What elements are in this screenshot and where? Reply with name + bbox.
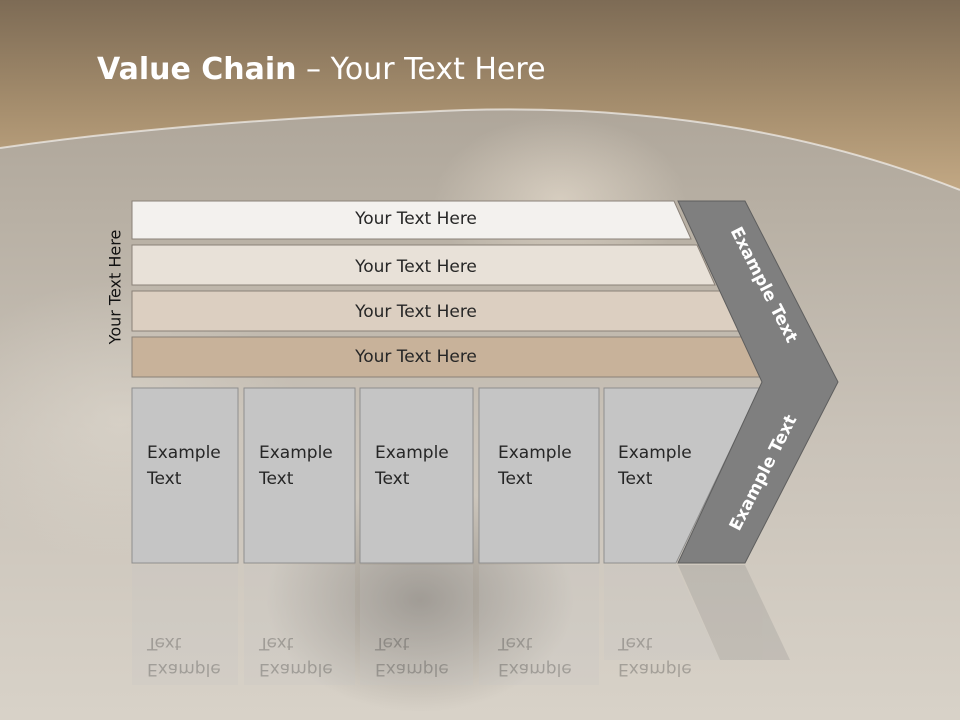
box-3-reflection: Example Text	[375, 630, 449, 682]
bar-2[interactable]	[131, 244, 716, 286]
box-2-line1: Example	[259, 443, 333, 463]
bar-2-label: Your Text Here	[355, 257, 477, 277]
box-4-reflection: Example Text	[498, 630, 572, 682]
box-1-reflection-line1: Example	[147, 659, 221, 679]
reflection	[132, 565, 790, 685]
box-3-reflection-line1: Example	[375, 659, 449, 679]
box-2-reflection: Example Text	[259, 630, 333, 682]
box-1-reflection: Example Text	[147, 630, 221, 682]
box-5-reflection-line2: Text	[618, 633, 653, 653]
title-rest: – Your Text Here	[296, 52, 546, 87]
bar-3-label: Your Text Here	[355, 302, 477, 322]
box-3-reflection-line2: Text	[375, 633, 410, 653]
box-3-line1: Example	[375, 443, 449, 463]
box-5-reflection-line1: Example	[618, 659, 692, 679]
box-2-line2: Text	[259, 469, 294, 489]
bar-1-label: Your Text Here	[355, 209, 477, 229]
box-5-reflection: Example Text	[618, 630, 692, 682]
bar-1[interactable]	[131, 200, 692, 240]
box-3-line2: Text	[375, 469, 410, 489]
box-1-line2: Text	[147, 469, 182, 489]
box-4-reflection-line2: Text	[498, 633, 533, 653]
title-bold: Value Chain	[97, 52, 297, 87]
bar-4-label: Your Text Here	[355, 347, 477, 367]
box-4-line1: Example	[498, 443, 572, 463]
chevron-arrow[interactable]	[677, 200, 839, 564]
box-4[interactable]	[478, 387, 600, 564]
box-1-line1: Example	[147, 443, 221, 463]
box-5-line1: Example	[618, 443, 692, 463]
box-4-line2: Text	[498, 469, 533, 489]
box-1-reflection-line2: Text	[147, 633, 182, 653]
box-1[interactable]	[131, 387, 239, 564]
box-3[interactable]	[359, 387, 474, 564]
box-5-line2: Text	[618, 469, 653, 489]
page-title: Value Chain – Your Text Here	[97, 52, 546, 87]
box-2-reflection-line2: Text	[259, 633, 294, 653]
box-2[interactable]	[243, 387, 356, 564]
box-4-reflection-line1: Example	[498, 659, 572, 679]
box-5[interactable]	[603, 387, 761, 564]
header-band	[0, 0, 960, 191]
box-2-reflection-line1: Example	[259, 659, 333, 679]
